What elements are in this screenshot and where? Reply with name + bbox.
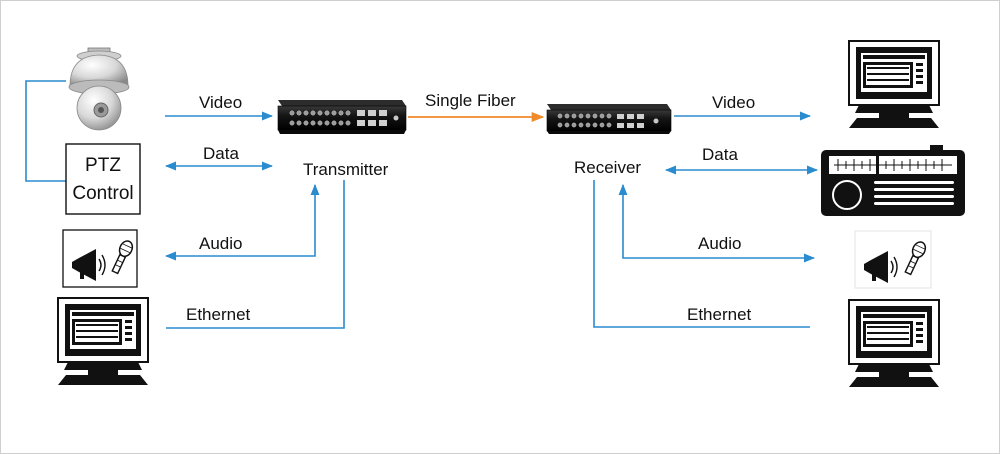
- radio-icon: [821, 145, 965, 216]
- computer-monitor-icon: [848, 299, 940, 387]
- label-video-left: Video: [199, 93, 242, 112]
- label-ethernet-right: Ethernet: [687, 305, 752, 324]
- audio-line-right: [618, 183, 816, 263]
- ptz-control-box: PTZ Control: [65, 143, 141, 215]
- label-ethernet-left: Ethernet: [186, 305, 251, 324]
- label-data-right: Data: [702, 145, 738, 164]
- ethernet-line-left: [166, 180, 345, 329]
- ptz-label-line2: Control: [72, 183, 133, 204]
- computer-monitor-icon: [848, 40, 940, 128]
- camera-ptz-connector: [25, 80, 66, 182]
- computer-monitor-icon: [57, 297, 149, 385]
- speaker-microphone-icon: [62, 229, 138, 288]
- label-video-right: Video: [712, 93, 755, 112]
- ptz-label-line1: PTZ: [85, 155, 121, 176]
- audio-line-left: [164, 183, 320, 261]
- label-receiver: Receiver: [574, 158, 641, 177]
- label-audio-left: Audio: [199, 234, 242, 253]
- label-data-left: Data: [203, 144, 239, 163]
- label-single-fiber: Single Fiber: [425, 91, 516, 110]
- fiber-transmitter-icon: [277, 100, 407, 134]
- ptz-dome-camera-icon: [68, 47, 130, 131]
- ethernet-line-right: [593, 180, 810, 328]
- fiber-receiver-icon: [546, 104, 672, 134]
- label-transmitter: Transmitter: [303, 160, 389, 179]
- speaker-microphone-icon: [854, 230, 932, 289]
- label-audio-right: Audio: [698, 234, 741, 253]
